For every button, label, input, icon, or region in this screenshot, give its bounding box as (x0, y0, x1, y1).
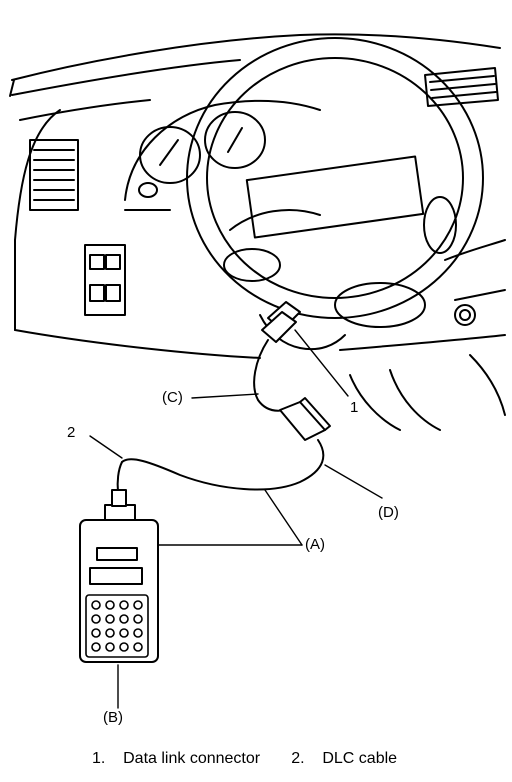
callout-a-label: (A) (305, 536, 325, 553)
steering-wheel (186, 37, 484, 328)
tech-tester (79, 489, 159, 663)
right-air-vent (424, 67, 499, 107)
tester-keypad (85, 594, 149, 658)
legend-item-1-text: Data link connector (123, 750, 261, 767)
instrument-cluster (124, 99, 321, 201)
switch-panel (84, 244, 126, 316)
legend-item-1-number: 1. (92, 750, 106, 767)
cable-c (253, 339, 286, 412)
legend-item-2-text: DLC cable (322, 750, 398, 767)
legend-item-2-number: 2. (291, 750, 305, 767)
callout-b-label: (B) (103, 709, 123, 726)
callout-2-label: 2 (67, 424, 76, 441)
adapter-plug (279, 397, 331, 441)
leader-lines (89, 329, 383, 709)
callout-d-label: (D) (378, 504, 399, 521)
left-air-vent (29, 139, 79, 211)
legend: 1. Data link connector 2. DLC cable (92, 750, 397, 768)
callout-c-label: (C) (162, 389, 183, 406)
dashboard (9, 33, 506, 431)
data-link-connector (261, 301, 301, 343)
callout-1-label: 1 (350, 399, 359, 416)
cable-d (121, 439, 325, 491)
dlc-cable (116, 461, 123, 493)
